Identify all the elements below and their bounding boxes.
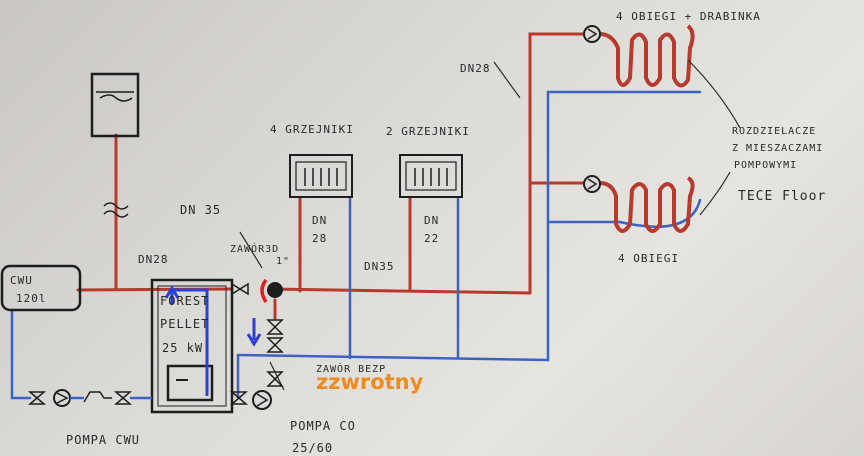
underfloor-coil-bottom [599,176,695,233]
label-dn28-rad: DN [312,214,327,227]
return-pipe-cwu [10,310,32,400]
expansion-vessel [90,72,140,138]
label-dn35-main: DN35 [364,260,395,273]
label-boiler-2: PELLET [160,317,209,331]
label-boiler-3: 25 kW [162,341,203,355]
manifold-pump-bottom [583,175,601,193]
flow-arrow-icon [170,288,209,396]
boiler [150,278,234,414]
label-dn22-rad-n: 22 [424,232,439,245]
manifold-pump-top [583,25,601,43]
underfloor-coil-top [599,24,695,88]
return-lines [10,90,702,400]
label-top-right: 4 OBIEGI + DRABINKA [616,10,761,23]
label-rozdzielacze-3: POMPOWYMI [734,160,797,171]
label-cwu: CWU [10,274,33,287]
label-dn28-left: DN28 [138,253,169,266]
label-zawor-bottom: ZAWÓR BEZP [316,362,386,375]
label-grzejniki-4: 4 GRZEJNIKI [270,123,354,136]
label-grzejniki-2: 2 GRZEJNIKI [386,125,470,138]
label-cwu-vol: 120l [16,292,47,305]
radiator-2 [399,154,463,198]
label-zawor3d: ZAWÓR3D [230,242,279,255]
label-dn35-left: DN 35 [180,203,221,217]
supply-pipe-main [268,287,532,295]
label-rozdzielacze-1: ROZDZIELACZE [732,126,816,137]
return-pipe-lower [546,198,702,228]
supply-pipe-riser [528,32,587,295]
label-bottom-right: 4 OBIEGI [618,252,679,265]
label-dn22-rad: DN [424,214,439,227]
three-way-valve [231,278,283,303]
vertical-valves [266,319,284,387]
label-pompa-co-size: 25/60 [292,441,333,455]
label-boiler-1: FOREST [160,294,209,308]
label-zawor3d-size: 1" [276,256,290,267]
wave-icon [99,94,133,102]
label-rozdzielacze-2: Z MIESZACZAMI [732,143,823,154]
valve-marker-icon [260,278,268,303]
pump-cwu-assembly [27,389,152,407]
supply-pipe-left [76,287,234,292]
label-dn28-vertical: DN28 [460,62,491,75]
label-dn28-rad-n: 28 [312,232,327,245]
label-pompa-cwu: POMPA CWU [66,433,140,447]
cwu-tank [0,264,82,312]
pump-co [229,390,272,410]
supply-lines [76,32,587,320]
flow-arrowhead-icon [164,285,180,299]
break-symbol-icon [103,202,129,218]
down-arrow-icon [246,318,262,347]
label-zzwrotny: zzwrotny [316,370,424,394]
label-rozdzielacze-4: TECE Floor [738,189,826,204]
return-pipe-main [236,90,702,362]
label-pompa-co: POMPA CO [290,419,356,433]
radiator-4 [289,154,353,198]
